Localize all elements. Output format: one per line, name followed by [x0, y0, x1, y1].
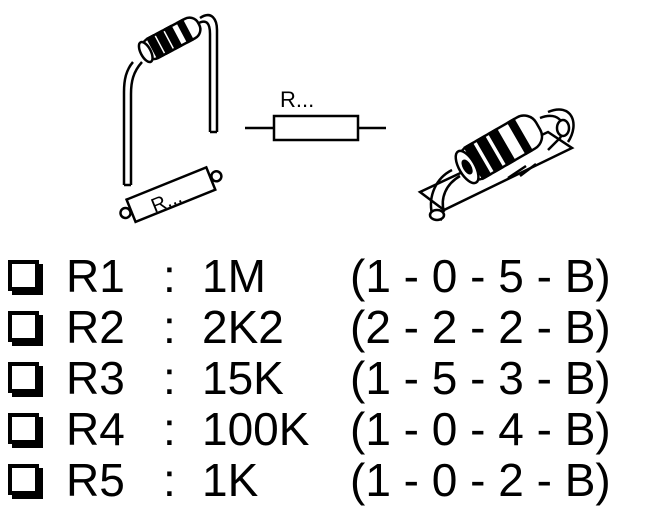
list-item: R4 : 100K (1 - 0 - 4 - B) — [0, 403, 645, 455]
resistor-name: R2 — [66, 301, 125, 353]
resistor-value: 15K — [202, 352, 284, 404]
color-code: (1 - 0 - 5 - B) — [350, 250, 611, 302]
list-item: R5 : 1K (1 - 0 - 2 - B) — [0, 454, 645, 506]
schematic-label: R... — [280, 87, 314, 112]
checkbox[interactable] — [8, 464, 39, 495]
color-code: (1 - 0 - 2 - B) — [350, 454, 611, 506]
color-code: (1 - 5 - 3 - B) — [350, 352, 611, 404]
horizontal-resistor-drawing — [417, 108, 575, 222]
resistor-value: 2K2 — [202, 301, 284, 353]
checkbox[interactable] — [8, 362, 39, 393]
resistor-value: 100K — [202, 403, 310, 455]
color-code: (1 - 0 - 4 - B) — [350, 403, 611, 455]
vertical-resistor-drawing — [119, 13, 223, 224]
checkbox[interactable] — [8, 413, 39, 444]
separator: : — [163, 352, 176, 404]
resistor-value: 1M — [202, 250, 266, 302]
list-item: R3 : 15K (1 - 5 - 3 - B) — [0, 352, 645, 404]
resistor-value: 1K — [202, 454, 259, 506]
checkbox[interactable] — [8, 260, 39, 291]
resistor-name: R1 — [66, 250, 125, 302]
list-item: R1 : 1M (1 - 0 - 5 - B) — [0, 250, 645, 302]
separator: : — [163, 403, 176, 455]
separator: : — [163, 454, 176, 506]
checkbox[interactable] — [8, 311, 39, 342]
separator: : — [163, 250, 176, 302]
schematic-resistor-symbol — [245, 114, 386, 142]
separator: : — [163, 301, 176, 353]
resistor-name: R4 — [66, 403, 125, 455]
color-code: (2 - 2 - 2 - B) — [350, 301, 611, 353]
resistor-illustration: R... R... — [119, 13, 575, 224]
list-item: R2 : 2K2 (2 - 2 - 2 - B) — [0, 301, 645, 353]
resistor-name: R5 — [66, 454, 125, 506]
resistor-name: R3 — [66, 352, 125, 404]
